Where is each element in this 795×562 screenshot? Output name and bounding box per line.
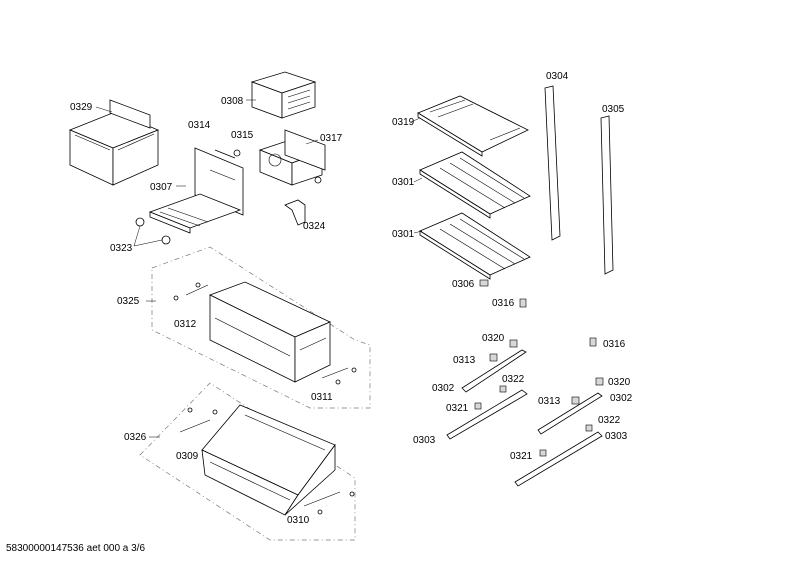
part-0326-drawer	[201, 404, 336, 516]
callout-0329: 0329	[70, 102, 93, 113]
callout-0302-b: 0302	[610, 393, 633, 404]
part-0319-shelf	[417, 95, 529, 157]
part-0316	[589, 337, 597, 347]
callout-0315: 0315	[231, 130, 254, 141]
part-0321	[539, 449, 547, 457]
part-0303-slide	[446, 389, 528, 440]
callout-0305: 0305	[602, 104, 625, 115]
callout-0301-upper: 0301	[392, 177, 415, 188]
callout-0324: 0324	[303, 221, 326, 232]
part-0321	[474, 402, 482, 410]
part-0316	[519, 298, 527, 308]
callout-0303-a: 0303	[413, 435, 436, 446]
callout-0319: 0319	[392, 117, 415, 128]
callout-0306: 0306	[452, 279, 475, 290]
callout-0320-a: 0320	[482, 333, 505, 344]
callout-0304: 0304	[546, 71, 569, 82]
part-0325-drawer	[208, 281, 331, 383]
callout-0311: 0311	[311, 392, 333, 403]
part-0308-fan-box	[250, 71, 317, 119]
callout-0313-b: 0313	[538, 396, 561, 407]
part-0323-foot	[135, 217, 145, 227]
callout-0307: 0307	[150, 182, 173, 193]
callout-0322-a: 0322	[502, 374, 525, 385]
part-0302-slide	[461, 349, 527, 393]
part-0304-rail	[544, 85, 561, 241]
part-0301-shelf-upper	[419, 151, 531, 219]
part-0306	[479, 279, 489, 287]
callout-0308: 0308	[221, 96, 244, 107]
callout-0310: 0310	[287, 515, 310, 526]
part-0324-clip	[284, 199, 306, 226]
callout-0309: 0309	[176, 451, 199, 462]
part-0313	[489, 353, 498, 362]
callout-0321-a: 0321	[446, 403, 469, 414]
callout-0302-a: 0302	[432, 383, 455, 394]
callout-0314: 0314	[188, 120, 211, 131]
part-0305-rail	[600, 115, 614, 275]
part-0322	[499, 385, 507, 393]
part-0323-foot	[161, 235, 171, 245]
callout-0301-lower: 0301	[392, 229, 415, 240]
callout-0313-a: 0313	[453, 355, 476, 366]
callout-0321-b: 0321	[510, 451, 533, 462]
callout-0312: 0312	[174, 319, 197, 330]
part-0302-slide	[537, 392, 603, 435]
part-0301-shelf-lower	[419, 212, 531, 280]
part-0317-fan-unit	[258, 129, 326, 186]
part-0313	[571, 396, 580, 405]
part-0303-slide	[514, 431, 603, 487]
callout-0317: 0317	[320, 133, 343, 144]
callout-0316-b: 0316	[603, 339, 626, 350]
part-0320	[509, 339, 518, 348]
callout-0320-b: 0320	[608, 377, 631, 388]
callout-0303-b: 0303	[605, 431, 628, 442]
part-0307-bracket	[148, 147, 244, 234]
callout-0323: 0323	[110, 243, 133, 254]
callout-0322-b: 0322	[598, 415, 621, 426]
part-0322	[585, 424, 593, 432]
part-0320	[595, 377, 604, 386]
callout-0326: 0326	[124, 432, 147, 443]
part-0329-drawer-box	[68, 99, 160, 186]
callout-0316-a: 0316	[492, 298, 515, 309]
callout-0325: 0325	[117, 296, 140, 307]
document-footer: 58300000147536 aet 000 a 3/6	[6, 543, 146, 554]
